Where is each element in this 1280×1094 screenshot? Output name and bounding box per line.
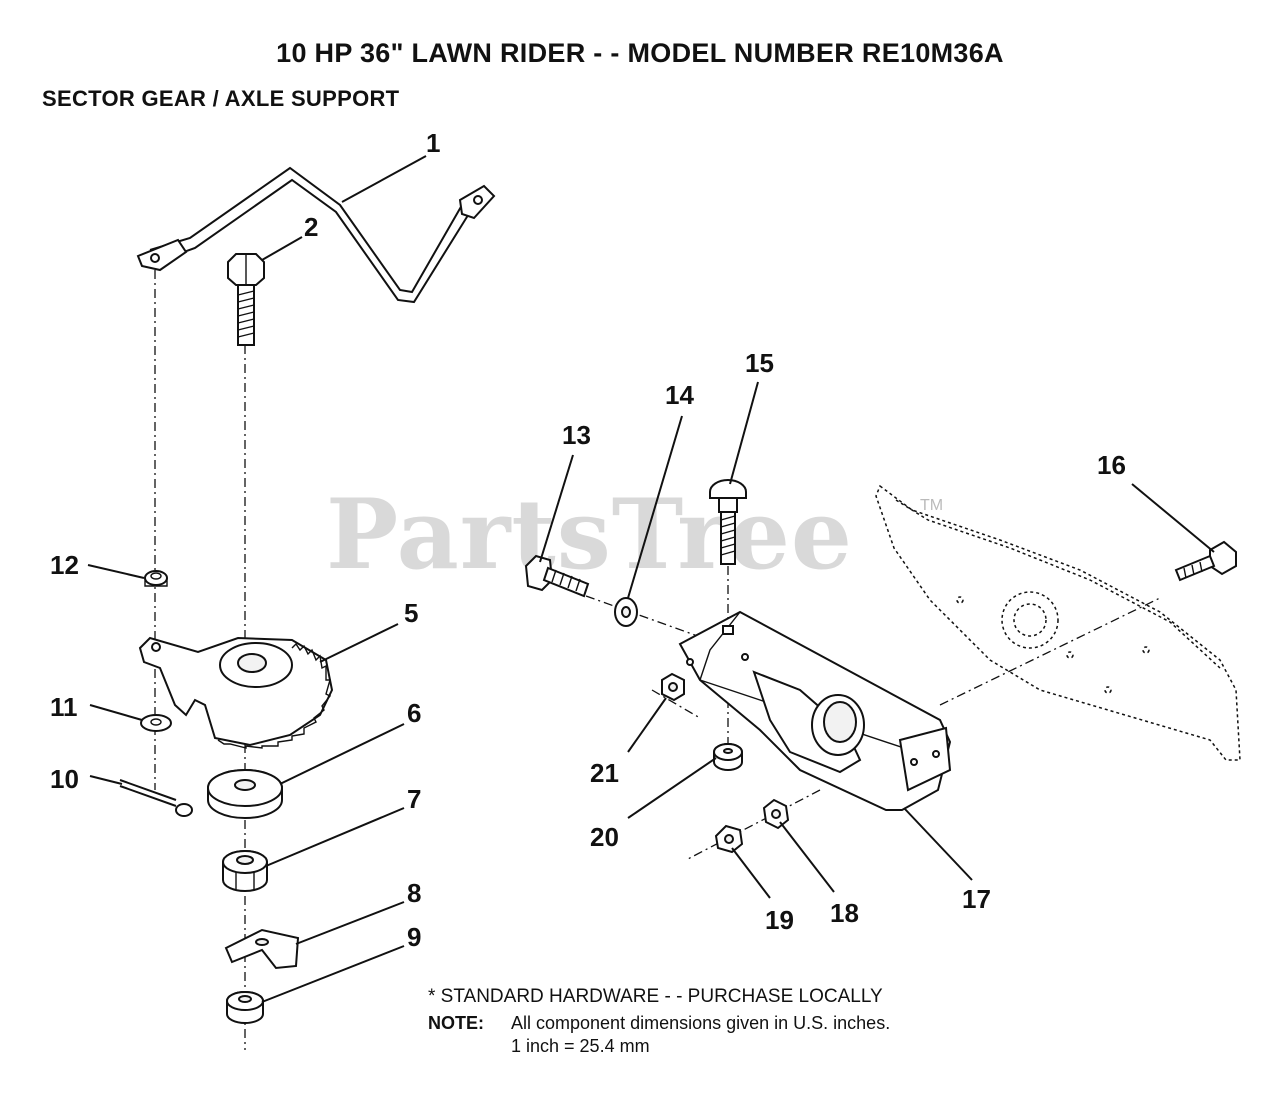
part-frame-outline — [875, 484, 1241, 761]
part-5-sector-gear[interactable] — [138, 636, 334, 749]
callout-21[interactable]: 21 — [590, 758, 619, 788]
callout-11[interactable]: 11 — [50, 692, 78, 722]
part-6-spacer[interactable] — [207, 769, 283, 819]
note-dimensions-text: All component dimensions given in U.S. i… — [511, 1013, 891, 1033]
part-19-nut[interactable] — [714, 824, 744, 854]
center-line-21 — [651, 689, 701, 719]
part-9-hex-nut[interactable] — [226, 991, 264, 1024]
callout-19[interactable]: 19 — [765, 905, 794, 935]
section-subtitle: SECTOR GEAR / AXLE SUPPORT — [42, 86, 400, 111]
watermark-trademark: TM — [920, 497, 944, 514]
page-title: 10 HP 36" LAWN RIDER - - MODEL NUMBER RE… — [276, 38, 1004, 68]
part-17-axle-support[interactable] — [678, 610, 952, 811]
part-21-nut[interactable] — [661, 672, 685, 702]
callout-6[interactable]: 6 — [407, 698, 421, 728]
callout-17[interactable]: 17 — [962, 884, 991, 914]
part-15-carriage-bolt[interactable] — [709, 479, 747, 565]
callout-15[interactable]: 15 — [745, 348, 774, 378]
part-8-clip[interactable] — [224, 928, 300, 970]
callout-14[interactable]: 14 — [665, 380, 694, 410]
note-conversion-text: 1 inch = 25.4 mm — [511, 1036, 650, 1056]
callout-1[interactable]: 1 — [426, 128, 440, 158]
part-14-washer[interactable] — [614, 597, 638, 627]
part-10-cotter-pin[interactable] — [119, 779, 193, 817]
callout-5[interactable]: 5 — [404, 598, 418, 628]
callout-16[interactable]: 16 — [1097, 450, 1126, 480]
part-12-lock-nut[interactable] — [144, 570, 168, 587]
callout-10[interactable]: 10 — [50, 764, 79, 794]
center-line-18-19 — [685, 789, 821, 861]
part-13-hex-bolt[interactable] — [524, 554, 590, 598]
part-1-drag-link[interactable] — [136, 166, 496, 304]
callout-numbers: 1 2 5 6 7 8 9 10 11 12 13 14 15 16 17 18… — [50, 128, 1126, 952]
leader-lines — [87, 155, 1215, 1003]
part-16-bolt[interactable] — [1174, 540, 1237, 582]
callout-18[interactable]: 18 — [830, 898, 859, 928]
callout-13[interactable]: 13 — [562, 420, 591, 450]
center-line-16 — [939, 597, 1161, 706]
part-7-hex-nut[interactable] — [222, 850, 268, 892]
standard-hardware-note: * STANDARD HARDWARE - - PURCHASE LOCALLY — [428, 986, 883, 1007]
note-label: NOTE: — [428, 1013, 484, 1033]
callout-2[interactable]: 2 — [304, 212, 318, 242]
part-11-washer[interactable] — [140, 714, 172, 732]
callout-7[interactable]: 7 — [407, 784, 421, 814]
watermark: PartsTree — [326, 478, 853, 591]
callout-8[interactable]: 8 — [407, 878, 421, 908]
part-2-hex-bolt[interactable] — [227, 253, 265, 346]
callout-12[interactable]: 12 — [50, 550, 79, 580]
callout-9[interactable]: 9 — [407, 922, 421, 952]
part-18-nut[interactable] — [762, 798, 790, 830]
part-20-nut[interactable] — [713, 743, 743, 771]
callout-20[interactable]: 20 — [590, 822, 619, 852]
